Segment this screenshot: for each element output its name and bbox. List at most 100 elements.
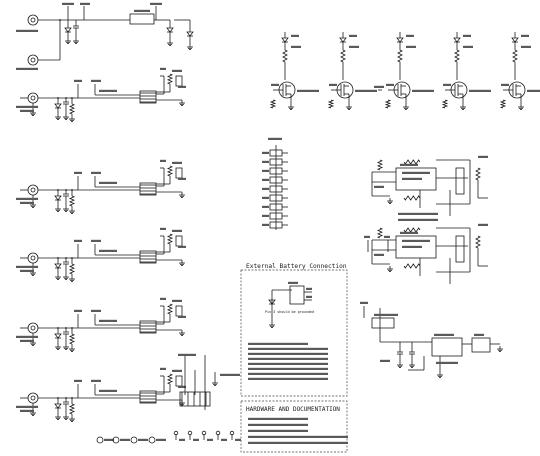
label-mark [178,177,186,180]
bnc-connector-icon [27,322,39,334]
label-mark [74,79,82,82]
label-mark [364,235,370,238]
label-mark [474,333,484,336]
label-mark [16,265,38,268]
external-battery-title: External Battery Connection [246,263,347,270]
label-mark [156,438,166,441]
label-mark [193,438,199,441]
diode-symbol [54,403,62,409]
label-mark [16,105,38,108]
led-symbol [281,37,289,43]
label-mark [172,369,182,372]
test-point-icon [215,430,221,436]
connector-block [371,317,395,329]
led-symbol [339,37,347,43]
label-mark [291,45,301,48]
label-mark [172,161,182,164]
label-mark [172,229,182,232]
resistor-symbol [512,49,518,63]
junction-dot [57,189,59,191]
bnc-connector-icon [30,17,36,23]
ic-package [175,75,183,87]
label-mark [20,201,34,204]
label-mark [16,197,38,200]
label-mark [207,438,213,441]
junction-dot [59,19,61,21]
label-mark [521,45,531,48]
label-mark [248,423,308,426]
label-mark [99,249,117,252]
test-point-icon [201,430,207,436]
label-mark [262,151,269,154]
label-mark [374,313,398,316]
label-mark [99,389,117,392]
label-mark [386,83,394,86]
resistor-symbol [166,233,174,245]
bnc-connector-icon [27,392,39,404]
resistor-symbol [166,165,174,177]
label-mark [248,441,348,444]
diode-symbol [166,27,174,33]
label-mark [172,299,182,302]
mounting-hole-icon [148,436,156,444]
label-mark [262,223,269,226]
ic-package [175,167,183,179]
label-mark [134,9,150,12]
external-battery-panel [240,269,348,397]
label-mark [288,281,298,284]
bnc-connector-icon [27,92,39,104]
resistor-symbol [397,49,403,63]
mounting-hole-icon [130,436,138,444]
label-mark [138,438,148,441]
label-mark [262,178,269,181]
label-mark [262,196,269,199]
label-mark [398,218,438,221]
resistor-symbol [68,333,76,345]
label-mark [62,2,74,5]
ic-package [455,167,465,195]
mounting-hole-icon [112,436,120,444]
bnc-connector-icon [30,95,36,101]
resistor-symbol [327,99,335,109]
junction-dot [65,327,67,329]
label-mark [20,339,34,342]
resistor-symbol [403,159,421,165]
label-mark [329,83,337,86]
label-mark [463,34,471,37]
resistor-symbol [68,403,76,415]
junction-dot [57,257,59,259]
resistor-symbol [282,49,288,63]
label-mark [160,367,166,370]
connector-block [179,391,211,407]
label-mark [262,169,269,172]
label-mark [91,79,101,82]
label-mark [463,45,473,48]
bnc-connector-icon [27,184,39,196]
bnc-connector-icon [30,255,36,261]
ic-package [129,13,155,25]
hardware-documentation-title: HARDWARE AND DOCUMENTATION [246,406,340,413]
diode-symbol [54,333,62,339]
resistor-symbol [166,373,174,385]
label-mark [99,181,117,184]
ic-package [395,235,437,259]
test-point-icon [187,430,193,436]
diode-symbol [54,263,62,269]
label-mark [248,377,328,380]
resistor-symbol [269,99,277,109]
label-mark [178,385,186,388]
label-mark [16,29,38,32]
bnc-connector-icon [30,395,36,401]
resistor-symbol [340,49,346,63]
label-mark [374,253,384,256]
label-mark [349,45,359,48]
label-mark [16,67,38,70]
label-mark [436,361,458,364]
bnc-connector-icon [27,54,39,66]
label-mark [179,438,185,441]
label-mark [248,429,308,432]
ic-package [455,235,465,263]
test-point-icon [173,430,179,436]
ic-package [175,235,183,247]
label-mark [374,185,384,188]
